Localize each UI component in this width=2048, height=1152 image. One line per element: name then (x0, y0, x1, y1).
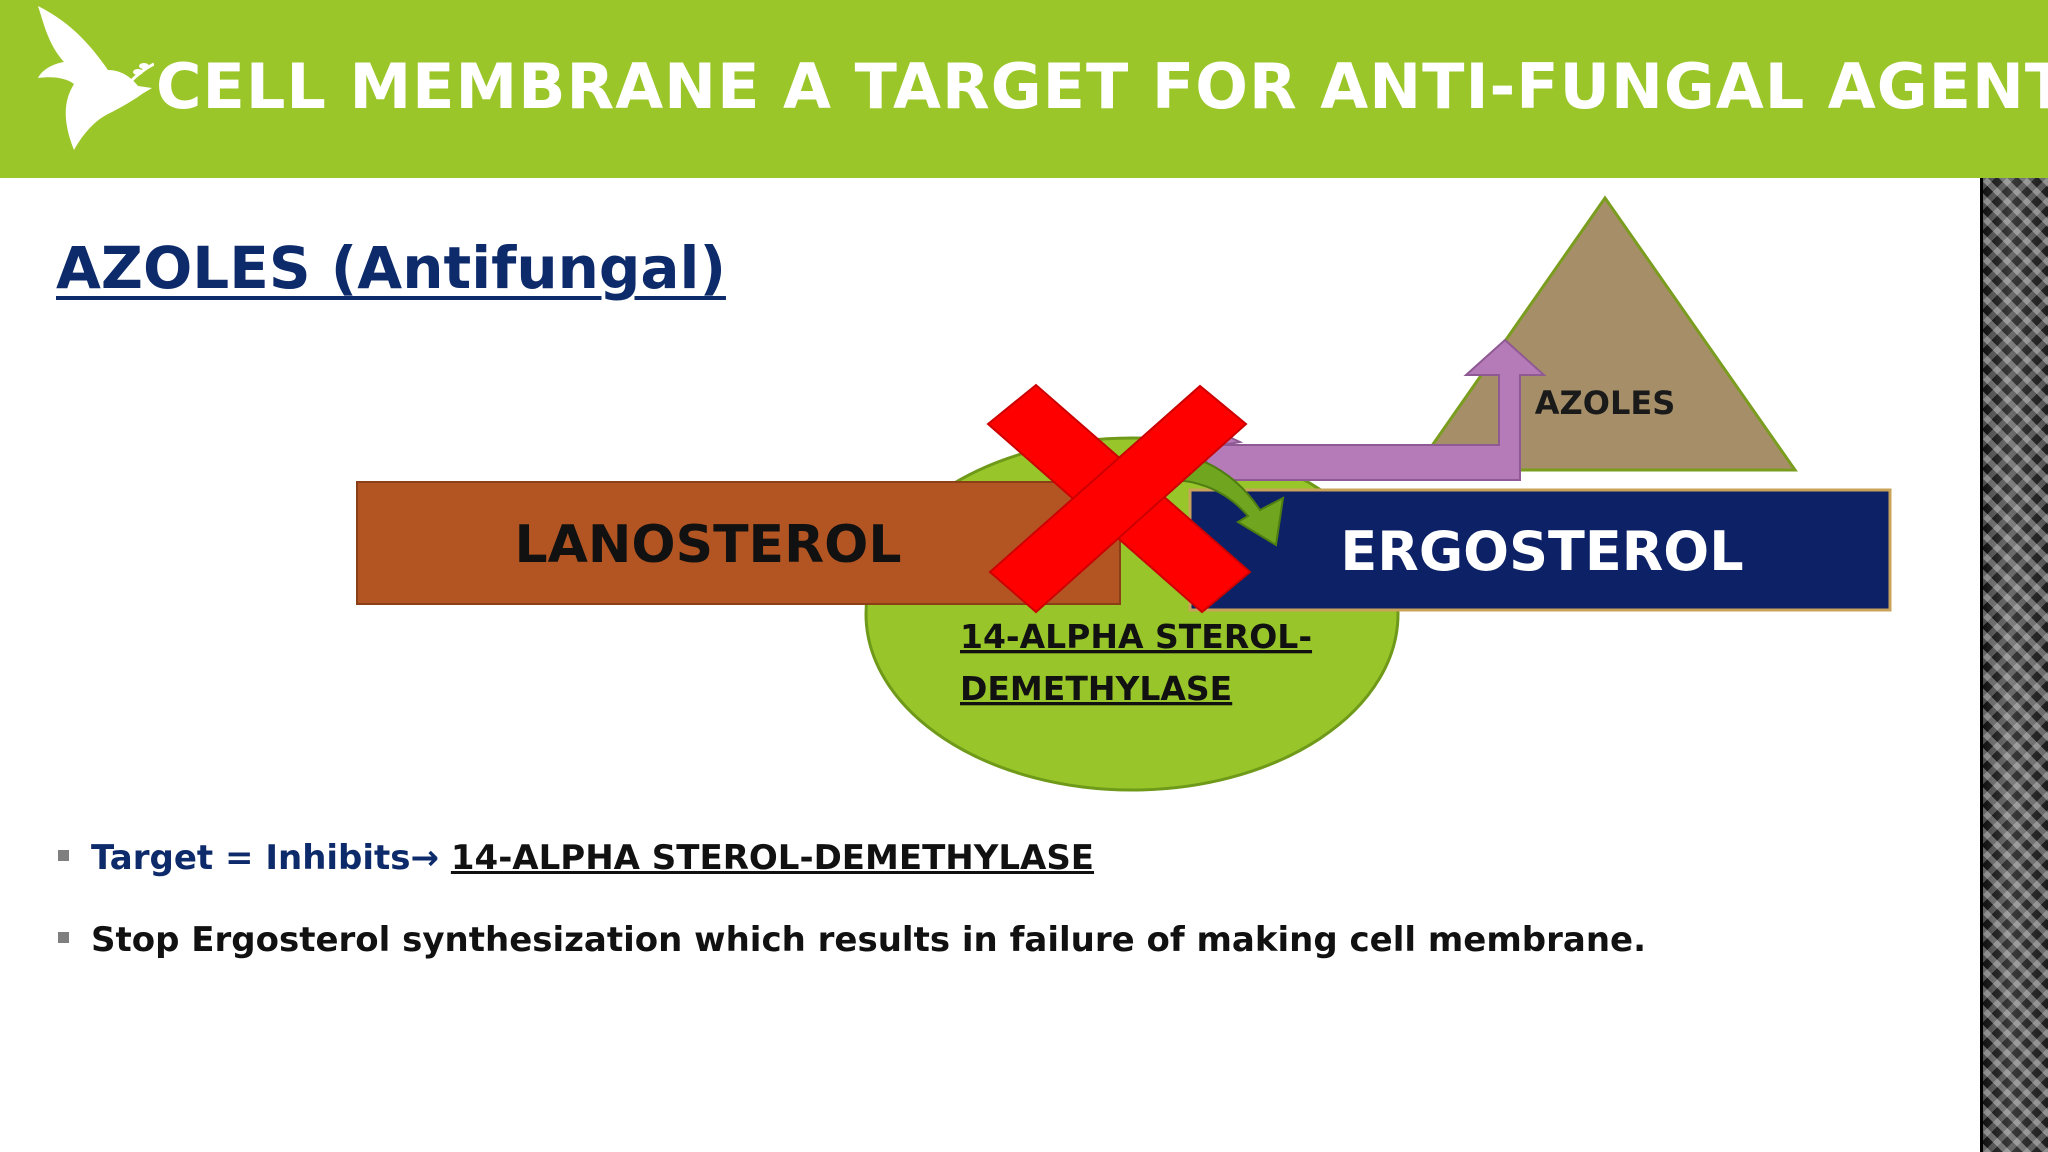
lanosterol-label: LANOSTEROL (515, 515, 902, 575)
lanosterol-box (356, 481, 1121, 605)
bullet-1-prefix: Target = Inhibits (91, 838, 411, 878)
bullet-2-text: Stop Ergosterol synthesization which res… (91, 920, 1647, 960)
arrow-right-icon: → (410, 838, 440, 878)
enzyme-label-line-1: 14-ALPHA STEROL- (960, 617, 1312, 656)
slide-title: CELL MEMBRANE A TARGET FOR ANTI-FUNGAL A… (156, 50, 2048, 123)
bullet-result: Stop Ergosterol synthesization which res… (58, 920, 1646, 960)
title-bar: CELL MEMBRANE A TARGET FOR ANTI-FUNGAL A… (0, 0, 2048, 178)
dove-icon (38, 6, 154, 150)
azoles-triangle (1412, 195, 1798, 472)
bullet-1-target: 14-ALPHA STEROL-DEMETHYLASE (450, 838, 1095, 878)
section-heading: AZOLES (Antifungal) (56, 234, 726, 302)
ergosterol-label: ERGOSTEROL (1340, 520, 1743, 583)
bullet-marker (58, 932, 69, 943)
azoles-label: AZOLES (1535, 384, 1675, 422)
bullet-target: Target = Inhibits→ 14-ALPHA STEROL-DEMET… (58, 838, 1094, 878)
bullet-marker (58, 850, 69, 861)
decorative-side-strip (1980, 178, 2048, 1152)
ergosterol-box (1188, 488, 1892, 612)
enzyme-label-line-2: DEMETHYLASE (960, 669, 1232, 708)
red-x-icon (986, 383, 1252, 614)
